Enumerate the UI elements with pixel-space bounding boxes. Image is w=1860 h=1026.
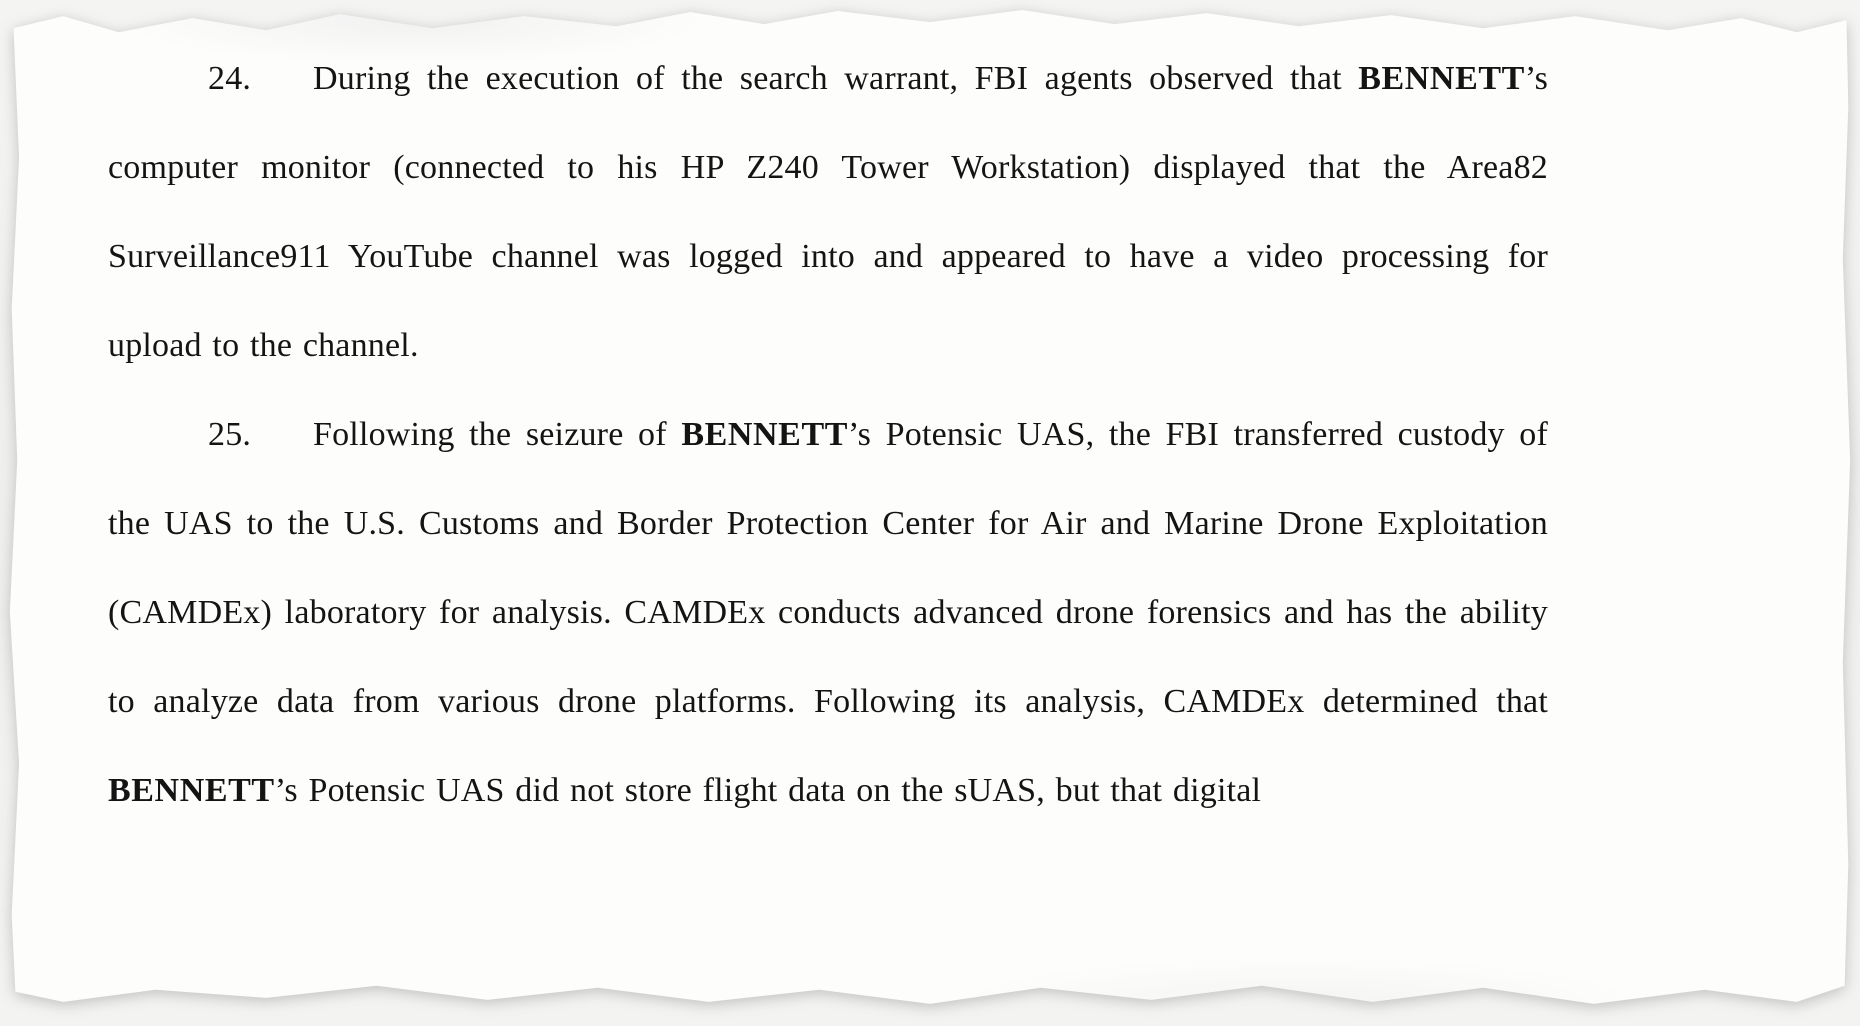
- defendant-name: BENNETT: [1358, 60, 1525, 97]
- paragraph-number: 24.: [208, 60, 252, 97]
- body-text: ’s Potensic UAS, the FBI transferred cus…: [108, 416, 1548, 720]
- body-text: Following the seizure of: [313, 416, 682, 453]
- body-text: During the execution of the search warra…: [313, 60, 1359, 97]
- paragraph-number: 25.: [208, 416, 252, 453]
- paper-shadow: 24. During the execution of the search wa…: [8, 6, 1852, 1016]
- paragraph: 24. During the execution of the search wa…: [108, 34, 1548, 390]
- scanned-page: 24. During the execution of the search wa…: [9, 10, 1851, 1004]
- body-text: ’s computer monitor (connected to his HP…: [108, 60, 1548, 364]
- defendant-name: BENNETT: [108, 772, 275, 809]
- defendant-name: BENNETT: [681, 416, 849, 453]
- paragraph: 25.Following the seizure of BENNETT’s Po…: [108, 390, 1548, 835]
- document-body: 24. During the execution of the search wa…: [108, 34, 1548, 835]
- body-text: ’s Potensic UAS did not store flight dat…: [274, 772, 1262, 809]
